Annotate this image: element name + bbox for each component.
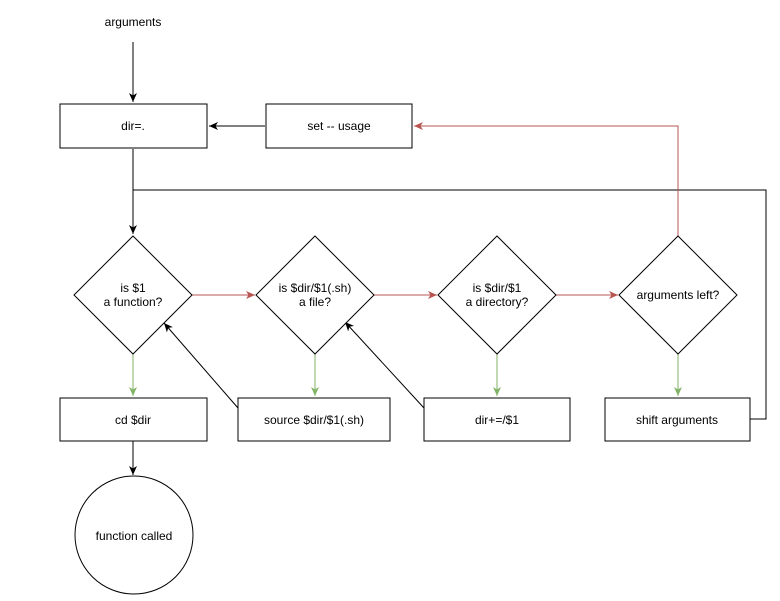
decision-is-directory-line-2: a directory? bbox=[466, 295, 529, 309]
node-cd-dir-label: cd $dir bbox=[115, 413, 151, 427]
node-shift-arguments: shift arguments bbox=[604, 397, 751, 442]
decision-is-file: is $dir/$1(.sh) a file? bbox=[255, 235, 375, 355]
terminal-function-called: function called bbox=[74, 475, 194, 595]
node-dir-init-label: dir=. bbox=[121, 119, 145, 133]
node-set-usage-label: set -- usage bbox=[307, 119, 371, 133]
node-cd-dir: cd $dir bbox=[59, 397, 208, 442]
decision-is-function-line-2: a function? bbox=[104, 295, 163, 309]
decision-is-function: is $1 a function? bbox=[73, 235, 193, 355]
decision-is-file-line-2: a file? bbox=[299, 295, 331, 309]
decision-is-function-line-1: is $1 bbox=[120, 281, 146, 295]
node-dir-init: dir=. bbox=[59, 103, 208, 149]
node-set-usage: set -- usage bbox=[265, 103, 413, 149]
decision-arguments-left: arguments left? bbox=[618, 235, 738, 355]
edges bbox=[129, 42, 767, 475]
node-shift-arguments-label: shift arguments bbox=[636, 413, 718, 427]
decision-arguments-left-label: arguments left? bbox=[637, 288, 720, 302]
decision-is-file-line-1: is $dir/$1(.sh) bbox=[279, 281, 352, 295]
edge-shift-loop-back bbox=[133, 189, 767, 420]
edge-source-to-is-function bbox=[163, 322, 239, 409]
start-label: arguments bbox=[105, 15, 162, 29]
terminal-function-called-label: function called bbox=[96, 529, 173, 543]
decision-is-directory: is $dir/$1 a directory? bbox=[437, 235, 557, 355]
decision-is-directory-line-1: is $dir/$1 bbox=[473, 281, 522, 295]
node-source-file-label: source $dir/$1(.sh) bbox=[264, 413, 364, 427]
edge-dir-append-to-is-file bbox=[344, 321, 425, 409]
node-dir-append-label: dir+=/$1 bbox=[475, 413, 519, 427]
node-dir-append: dir+=/$1 bbox=[423, 397, 571, 442]
node-source-file: source $dir/$1(.sh) bbox=[237, 397, 391, 442]
edge-arguments-left-to-set-usage bbox=[414, 122, 679, 236]
